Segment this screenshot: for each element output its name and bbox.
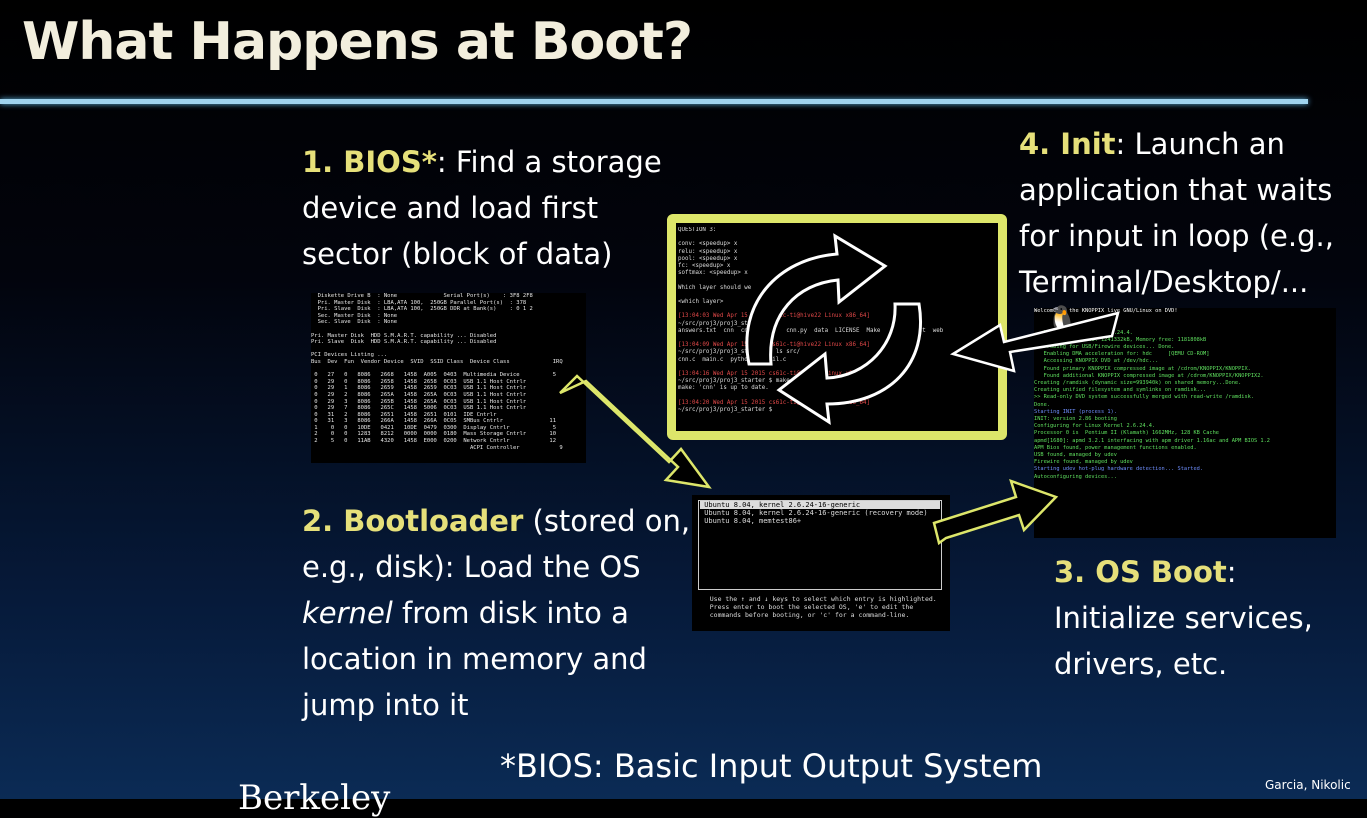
bios-screen-line: 0 29 1 8086 2659 1458 2659 0C03 USB 1.1 … [311, 385, 527, 392]
os-boot-line: INIT: version 2.86 booting [1034, 416, 1117, 423]
bios-screen-line: 2 5 0 11AB 4320 1458 E000 0200 Network C… [311, 438, 557, 445]
bios-screen-line: 0 31 2 8086 2651 1458 2651 0101 IDE Cntr… [311, 411, 497, 418]
step-osboot-text: 3. OS Boot: Initialize services, drivers… [1054, 555, 1313, 681]
bios-screen-line: Sec. Master Disk : None [311, 312, 398, 319]
bios-screen-line: Diskette Drive B : None Serial Port(s) :… [311, 293, 533, 299]
bios-screen-line: Pri. Slave Disk HDD S.M.A.R.T. capabilit… [311, 339, 497, 346]
os-boot-line: Found additional KNOPPIX compressed imag… [1034, 372, 1264, 379]
step-init-text: 4. Init: Launch an application that wait… [1019, 127, 1334, 299]
bios-screen-line: 0 27 0 8086 2668 1458 A005 0403 Multimed… [311, 372, 557, 379]
grub-help-line: Press enter to boot the selected OS, 'e'… [698, 603, 914, 611]
bios-screen-line: Sec. Slave Disk : None [311, 319, 398, 326]
os-boot-line: Probing for USB/Firewire devices... Done… [1034, 344, 1175, 351]
os-boot-line: USB found, managed by udev [1034, 452, 1117, 459]
os-boot-line: Configuring for Linux Kernel 2.6.24.4. [1034, 423, 1156, 430]
os-boot-line: Found primary KNOPPIX compressed image a… [1034, 365, 1251, 372]
grub-entry: Ubuntu 8.04, memtest86+ [700, 517, 802, 525]
bios-screen-line: Bus Dev Fun Vendor Device SVID SSID Clas… [311, 358, 563, 365]
bios-screen-line: 0 29 2 8086 265A 1458 265A 0C03 USB 1.1 … [311, 391, 527, 398]
os-boot-line: >> Read-only DVD system successfully mer… [1034, 394, 1255, 401]
title-divider [0, 99, 1308, 104]
os-boot-line: Firewire found, managed by udev [1034, 459, 1133, 466]
slide-credit: Garcia, Nikolic [1265, 778, 1351, 792]
bios-screen-line: 0 29 0 8086 2658 1458 2658 0C03 USB 1.1 … [311, 378, 527, 385]
step-bootloader-text: 2. Bootloader (stored on, e.g., disk): L… [302, 504, 691, 722]
grub-screen-image: Ubuntu 8.04, kernel 2.6.24-16-generic Ub… [692, 495, 950, 631]
bios-screen-line: 1 0 0 10DE 0421 10DE 0479 0300 Display C… [311, 424, 557, 431]
init-terminal-line: cnn.c main.c python.c util.c [678, 356, 787, 363]
init-terminal-line: softmax: <speedup> x [678, 270, 748, 277]
init-terminal-line: pool: <speedup> x [678, 255, 738, 262]
step-bios-label: 1. BIOS* [302, 145, 437, 179]
cycle-arrows-icon [745, 233, 922, 425]
os-boot-line: apmd[1680]: apmd 3.2.1 interfacing with … [1034, 437, 1270, 444]
os-boot-line: Welcome to the KNOPPIX live GNU/Linux on… [1034, 308, 1178, 314]
bios-screen-image: Diskette Drive B : None Serial Port(s) :… [311, 293, 586, 463]
init-terminal-line: ~/src/proj3/proj3_st [678, 320, 748, 327]
init-terminal-line: make: 'cnn' is up to date. [678, 385, 769, 392]
bios-screen-line: 0 29 7 8086 265C 1458 5006 0C03 USB 1.1 … [311, 405, 527, 412]
step-osboot-label: 3. OS Boot [1054, 555, 1227, 589]
arrow-bootloader-to-os-icon [932, 478, 1059, 546]
init-terminal-line: <which layer> [678, 299, 724, 306]
bios-footnote: *BIOS: Basic Input Output System [500, 747, 1043, 785]
bios-screen-line: Pri. Master Disk : LBA,ATA 100, 250GB Pa… [311, 299, 527, 306]
bios-screen-line: Pri. Slave Disk : LBA,ATA 100, 250GB DDR… [311, 306, 533, 313]
os-boot-line: Starting INIT (process 1). [1034, 408, 1117, 415]
os-boot-line: APM Bios found, power management functio… [1034, 444, 1197, 451]
step-bootloader-label: 2. Bootloader [302, 504, 524, 538]
os-boot-line: Enabling DMA acceleration for: hdc [QEMU… [1034, 351, 1210, 358]
os-boot-line: Accessing KNOPPIX DVD at /dev/hdc... [1034, 358, 1159, 365]
bios-screen-line: ACPI Controller 9 [311, 444, 563, 451]
grub-help-line: Use the ↑ and ↓ keys to select which ent… [698, 595, 937, 603]
os-boot-screen-image: Welcome to the KNOPPIX live GNU/Linux on… [1034, 308, 1336, 538]
init-terminal-line: ~/src/proj3/proj3_starter $ [678, 407, 776, 414]
bios-screen-line: Pri. Master Disk HDD S.M.A.R.T. capabili… [311, 332, 497, 339]
grub-entry: Ubuntu 8.04, kernel 2.6.24-16-generic (r… [700, 509, 928, 517]
os-boot-line: Processor 0 is Pentium II (Klamath) 1662… [1034, 430, 1219, 437]
os-boot-line: Done. [1034, 401, 1050, 408]
slide-title: What Happens at Boot? [22, 12, 693, 72]
init-terminal-line: conv: <speedup> x [678, 241, 738, 248]
bios-screen-line: 2 0 0 1283 8212 0000 0000 0180 Mass Stor… [311, 431, 557, 438]
os-boot-line: Creating unified filesystem and symlinks… [1034, 387, 1207, 394]
arrow-bios-to-bootloader-icon [559, 374, 712, 489]
os-boot-line: Autoconfiguring devices... [1034, 473, 1117, 480]
bios-screen-line: 0 31 3 8086 266A 1458 266A 0C05 SMBus Cn… [311, 418, 557, 425]
grub-entry: Ubuntu 8.04, kernel 2.6.24-16-generic [700, 501, 940, 509]
init-terminal-line: fc: <speedup> x [678, 263, 731, 270]
os-boot-line: Creating /ramdisk (dynamic size=993940k)… [1034, 380, 1242, 387]
step-init-label: 4. Init [1019, 127, 1116, 161]
arrow-os-to-init-icon [949, 311, 1120, 373]
grub-help-line: commands before booting, or 'c' for a co… [698, 611, 910, 619]
bios-screen-line: 0 29 3 8086 265B 1458 265A 0C03 USB 1.1 … [311, 398, 527, 405]
bios-screen-line: PCI Devices Listing ... [311, 352, 388, 359]
init-terminal-line: QUESTION 3: [678, 227, 717, 233]
step-bios-text: 1. BIOS*: Find a storage device and load… [302, 145, 662, 271]
flow-arrows [559, 311, 1120, 546]
init-terminal-line: relu: <speedup> x [678, 248, 738, 255]
init-terminal-line: Which layer should we [678, 284, 752, 291]
berkeley-logo: Berkeley [238, 778, 391, 818]
os-boot-line: Starting udev hot-plug hardware detectio… [1034, 466, 1204, 473]
